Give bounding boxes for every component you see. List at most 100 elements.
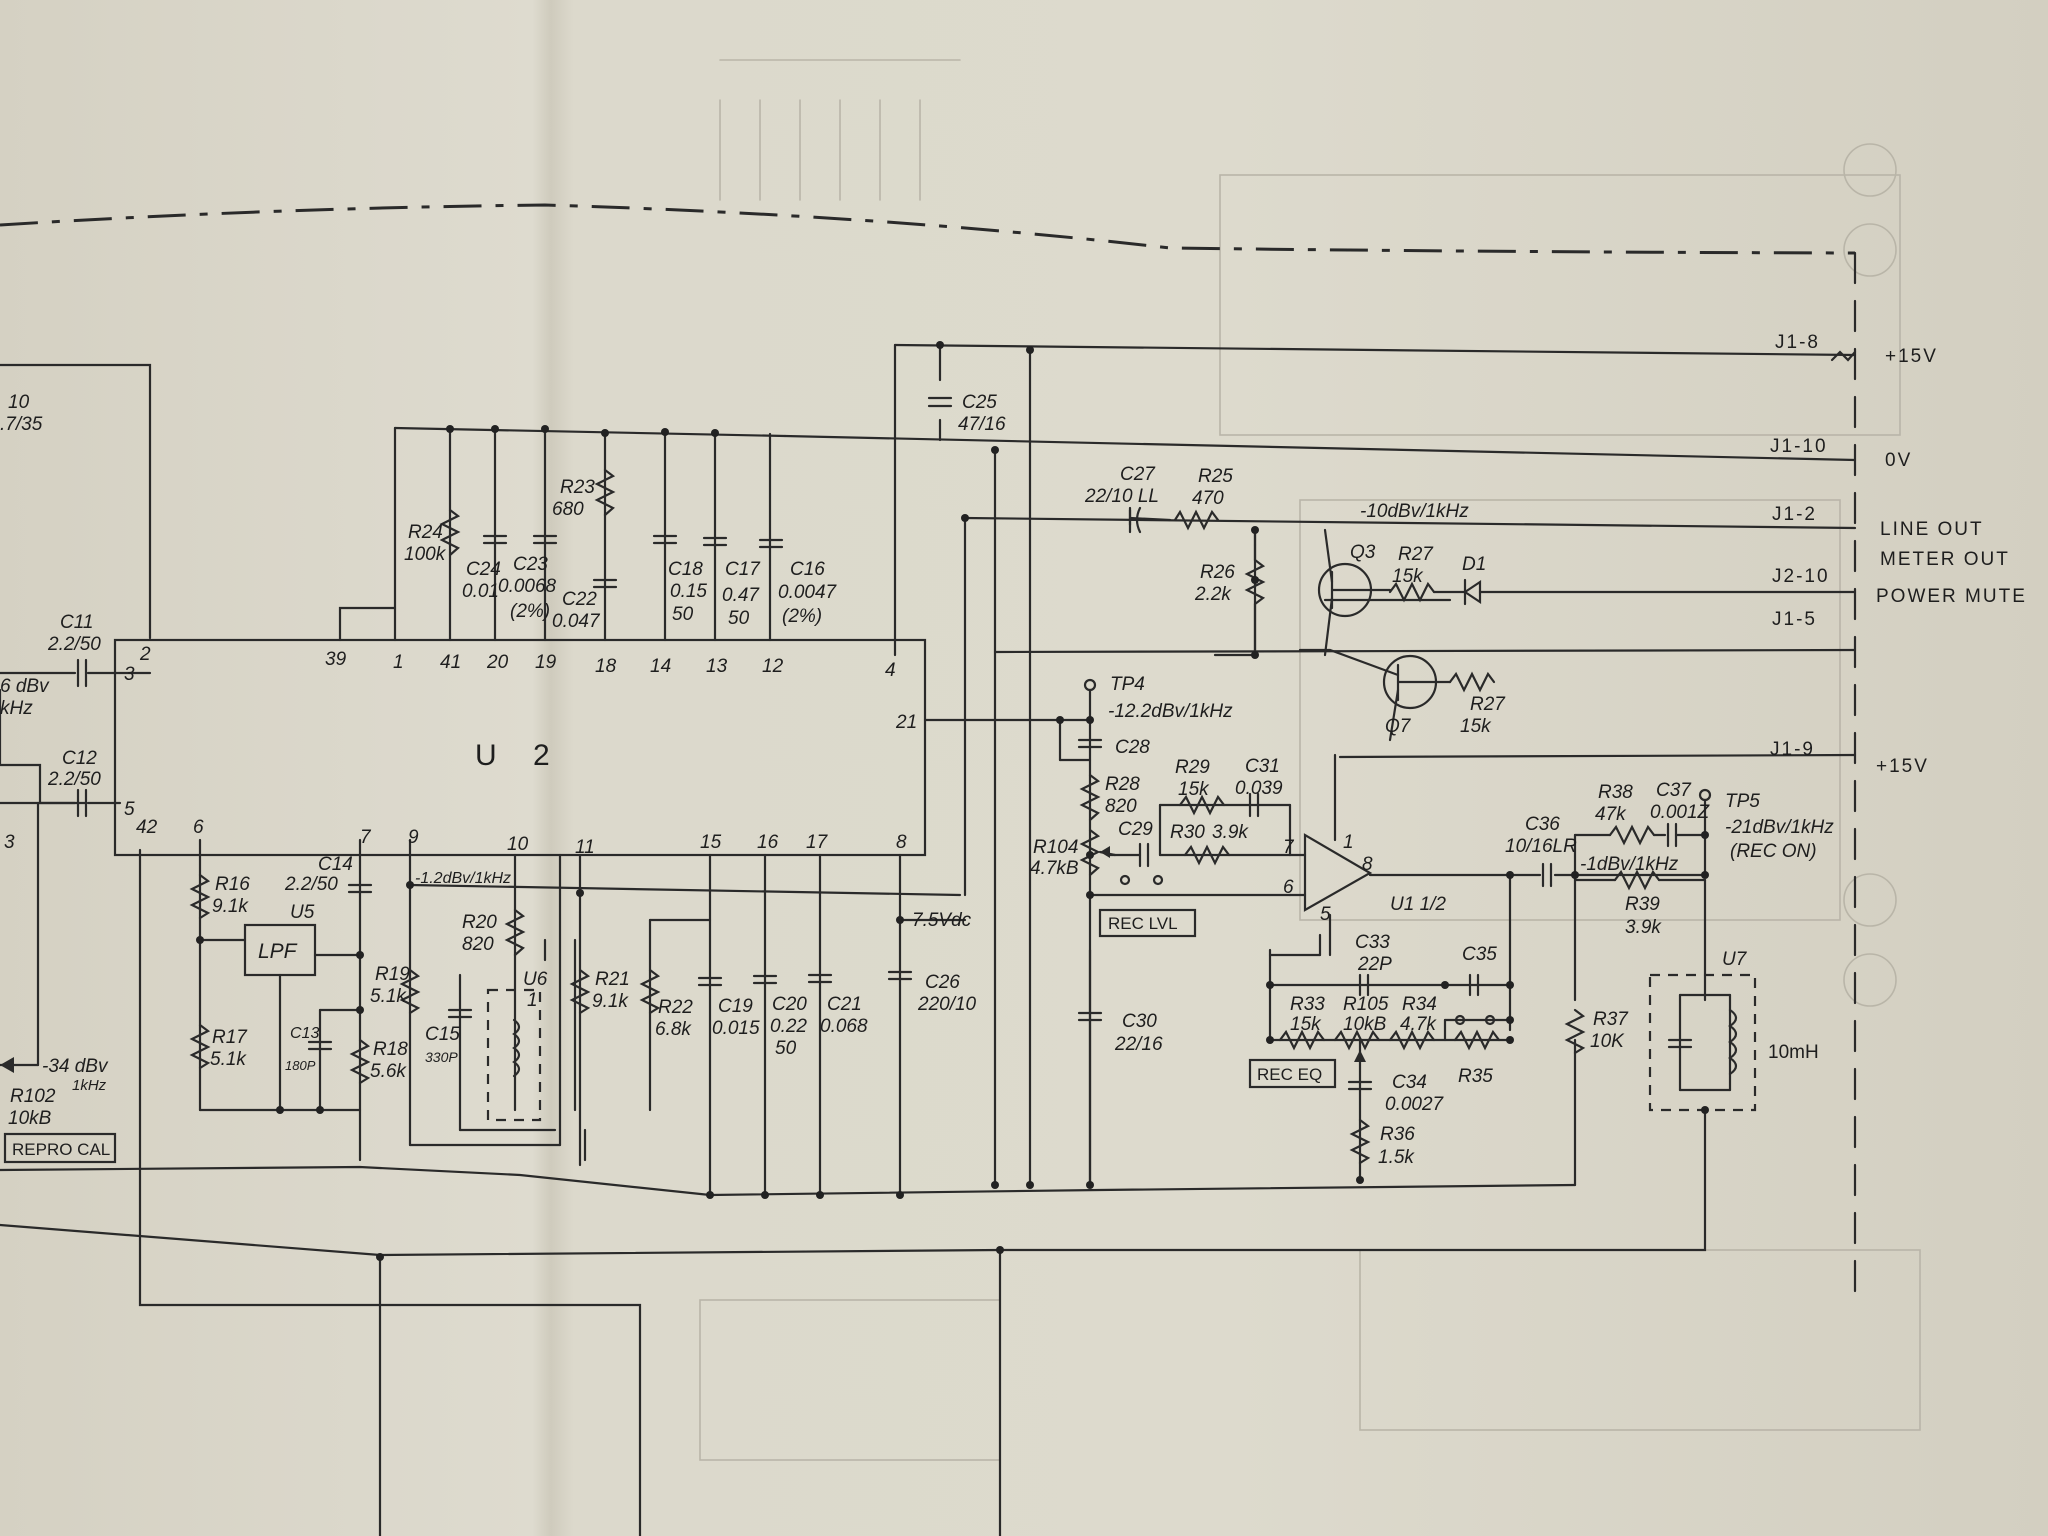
u2-pin-2: 2 [139,644,151,665]
capacitor-c12: C12 2.2/50 [47,748,101,818]
u2-pin-numbers: 2 3 5 39 1 41 20 19 18 14 13 12 4 21 42 … [124,644,917,858]
svg-text:100k: 100k [404,544,447,565]
svg-text:R34: R34 [1402,994,1437,1015]
connector-pin-1: J1-10 [1770,436,1828,457]
u2-pin-14: 14 [650,656,671,677]
svg-text:2.2/50: 2.2/50 [47,769,101,790]
u2-pin-6: 6 [193,817,204,838]
capacitor-c31: C31 0.039 [1235,756,1283,818]
svg-text:C20: C20 [772,994,807,1015]
svg-text:6: 6 [1283,877,1294,898]
svg-text:C23: C23 [513,554,548,575]
connector-function-1: 0V [1885,450,1912,471]
svg-text:820: 820 [1105,796,1137,817]
u2-pin-15: 15 [700,832,722,853]
svg-text:1: 1 [1343,832,1354,853]
svg-text:C11: C11 [60,612,93,633]
svg-text:C37: C37 [1656,780,1692,801]
connector-edge [1830,251,1857,1302]
connector-function-2: LINE OUT [1880,519,1984,540]
svg-text:R22: R22 [658,997,693,1018]
svg-text:Q3: Q3 [1350,542,1376,563]
test-point-tp5: TP5 -21dBv/1kHz (REC ON) [1698,788,1834,862]
svg-text:R33: R33 [1290,994,1325,1015]
svg-text:0.0068: 0.0068 [498,576,557,597]
svg-text:C26: C26 [925,972,960,993]
svg-text:C27: C27 [1120,464,1156,485]
svg-text:47k: 47k [1595,804,1627,825]
capacitor-c37: C37 0.001Z [1650,780,1711,848]
capacitor-c11: C11 2.2/50 [47,612,101,688]
svg-text:15k: 15k [1392,566,1424,587]
svg-text:330P: 330P [425,1049,458,1065]
test-point-tp4: TP4 -12.2dBv/1kHz [1083,674,1233,722]
svg-text:1kHz: 1kHz [72,1077,107,1094]
svg-text:4.7kB: 4.7kB [1030,858,1079,879]
svg-text:680: 680 [552,499,584,520]
resistor-r35: R35 [1453,1029,1501,1087]
capacitor-c14: C14 2.2/50 [284,854,373,895]
u2-pin-20: 20 [486,652,509,673]
svg-text:R17: R17 [212,1027,248,1048]
svg-text:C36: C36 [1525,814,1560,835]
u2-pin-10: 10 [507,834,529,855]
u2-pin-39: 39 [325,649,347,670]
svg-text:C33: C33 [1355,932,1390,953]
capacitor-c36: C36 10/16LR [1505,814,1577,888]
resistor-r19: R19 5.1k [370,964,421,1015]
connector-pin-0: J1-8 [1775,332,1820,353]
svg-text:C19: C19 [718,996,753,1017]
svg-text:R25: R25 [1198,466,1233,487]
svg-text:10/16LR: 10/16LR [1505,836,1577,857]
svg-text:C18: C18 [668,559,703,580]
svg-text:22/10 LL: 22/10 LL [1084,486,1159,507]
capacitor-c34: C34 0.0027 [1347,1072,1445,1115]
svg-text:0.015: 0.015 [712,1018,760,1039]
svg-text:C34: C34 [1392,1072,1427,1093]
supply-7v5-label: 7.5Vdc [912,910,972,931]
svg-text:C21: C21 [827,994,862,1015]
u2-pin-9: 9 [408,827,419,848]
svg-text:U6: U6 [523,969,548,990]
svg-text:0.47: 0.47 [722,585,760,606]
left-partial-label-1: 10 [8,392,30,413]
svg-text:REC EQ: REC EQ [1257,1065,1322,1084]
transistor-q7: Q7 R27 15k [1298,648,1506,742]
capacitor-c27: C27 22/10 LL [1084,464,1172,534]
capacitor-c25: C25 47/16 [927,392,1006,435]
u6-pin-1: 1 [527,990,538,1011]
module-u6: U6 1 [486,969,548,1122]
svg-text:R20: R20 [462,912,497,933]
svg-text:2.2/50: 2.2/50 [284,874,338,895]
svg-text:C28: C28 [1115,737,1150,758]
svg-text:10kB: 10kB [8,1108,52,1129]
svg-text:0.0027: 0.0027 [1385,1094,1445,1115]
svg-text:C17: C17 [725,559,761,580]
capacitor-c29: C29 [1118,819,1164,886]
u2-pin-12: 12 [762,656,784,677]
svg-text:-21dBv/1kHz: -21dBv/1kHz [1725,817,1834,838]
line-out-level-label: -10dBv/1kHz [1360,501,1469,522]
capacitor-c28: C28 [1077,737,1150,758]
svg-text:470: 470 [1192,488,1224,509]
svg-text:(2%): (2%) [782,606,822,627]
connector-function-5: +15V [1876,756,1929,777]
resistor-r38: R38 47k [1595,782,1667,846]
svg-text:(2%): (2%) [510,601,550,622]
svg-text:4.7k: 4.7k [1400,1014,1437,1035]
capacitor-c26: C26 220/10 [887,970,977,1015]
svg-text:15k: 15k [1290,1014,1322,1035]
svg-text:50: 50 [728,608,750,629]
u2-node-level-label: -1.2dBv/1kHz [415,870,511,887]
left-partial-khz: kHz [0,698,33,719]
u2-pin-5: 5 [124,799,135,820]
svg-text:22/16: 22/16 [1114,1034,1163,1055]
u2-pin-19: 19 [535,652,557,673]
svg-text:22P: 22P [1357,954,1392,975]
u2-pin-7: 7 [360,827,372,848]
svg-text:9.1k: 9.1k [592,991,629,1012]
svg-text:R26: R26 [1200,562,1235,583]
connector-pin-3: J2-10 [1772,566,1830,587]
svg-text:R18: R18 [373,1039,408,1060]
svg-text:7: 7 [1283,837,1295,858]
